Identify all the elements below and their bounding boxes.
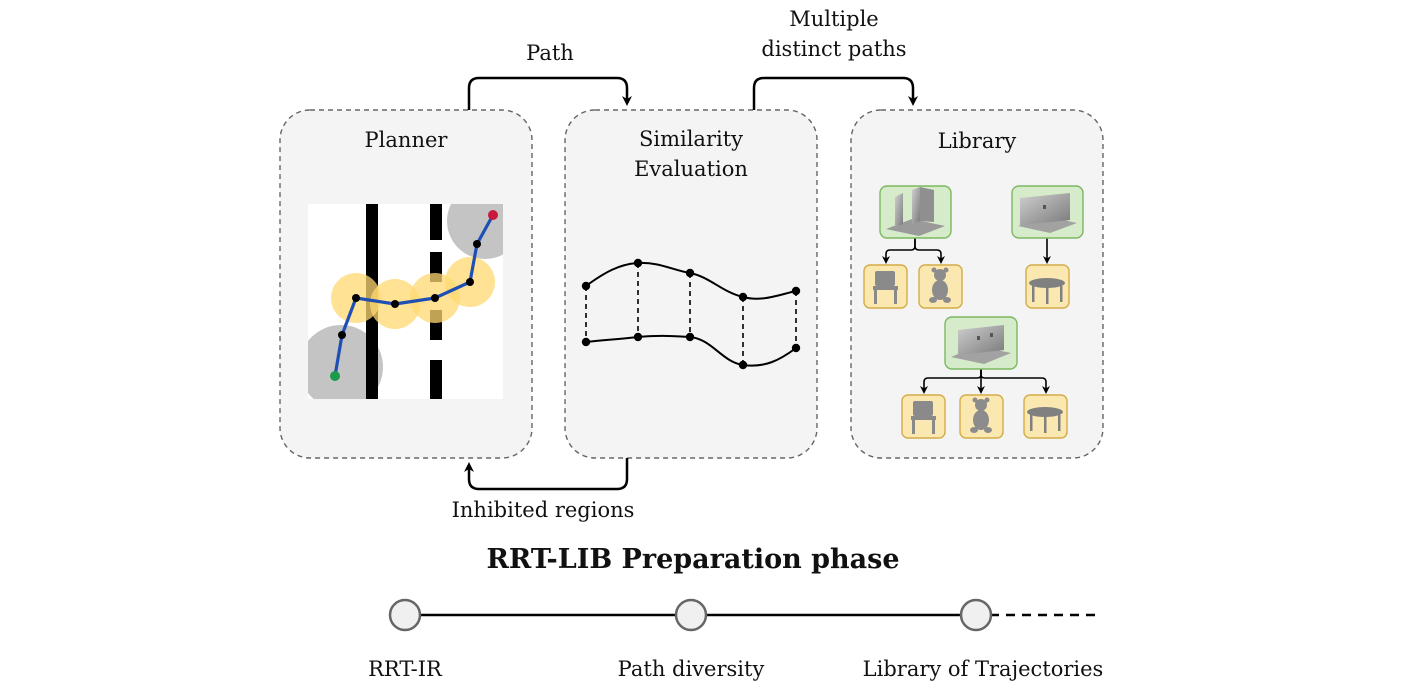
- multiple-paths-label-line1: Multiple: [789, 7, 879, 31]
- step-label-path-diversity: Path diversity: [617, 657, 765, 681]
- curve-nodes: [581, 258, 801, 370]
- library-tree: [863, 185, 1084, 439]
- env-node-single-wall: [1011, 185, 1084, 239]
- similarity-panel: [564, 109, 818, 459]
- phase-timeline: [388, 598, 1098, 632]
- timeline-node-library: [959, 598, 993, 632]
- env-node-walls: [879, 185, 952, 239]
- library-title: Library: [937, 129, 1017, 153]
- env-node-scene: [944, 316, 1018, 370]
- step-label-rrt-ir: RRT-IR: [368, 657, 442, 681]
- tree-path: [333, 214, 495, 377]
- step-label-library: Library of Trajectories: [862, 657, 1104, 681]
- chair-object-node: [863, 264, 908, 309]
- tree-nodes: [338, 240, 481, 339]
- start-node: [330, 371, 340, 381]
- similarity-curves: [581, 258, 801, 370]
- planner-map: [308, 204, 503, 399]
- timeline-node-rrt-ir: [388, 598, 422, 632]
- table-object-node: [1025, 264, 1070, 309]
- teddy-object-node-2: [959, 394, 1004, 439]
- multiple-paths-label-line2: distinct paths: [761, 37, 907, 61]
- multiple-paths-arrow: [752, 76, 918, 110]
- chair-object-node-2: [901, 394, 946, 439]
- table-object-node-2: [1023, 394, 1068, 439]
- correspondence-lines: [585, 263, 797, 365]
- path-arrow: [467, 76, 632, 110]
- goal-node: [488, 210, 498, 220]
- similarity-title-line1: Similarity: [638, 127, 744, 151]
- teddy-object-node: [918, 264, 963, 309]
- inhibited-regions-arrow: [464, 458, 629, 491]
- planner-title: Planner: [364, 128, 448, 152]
- start-region: [308, 325, 383, 399]
- timeline-node-path-diversity: [674, 598, 708, 632]
- path-label: Path: [526, 41, 574, 65]
- inhibited-regions-label: Inhibited regions: [451, 498, 635, 522]
- phase-title: RRT-LIB Preparation phase: [486, 544, 900, 575]
- similarity-title-line2: Evaluation: [634, 157, 748, 181]
